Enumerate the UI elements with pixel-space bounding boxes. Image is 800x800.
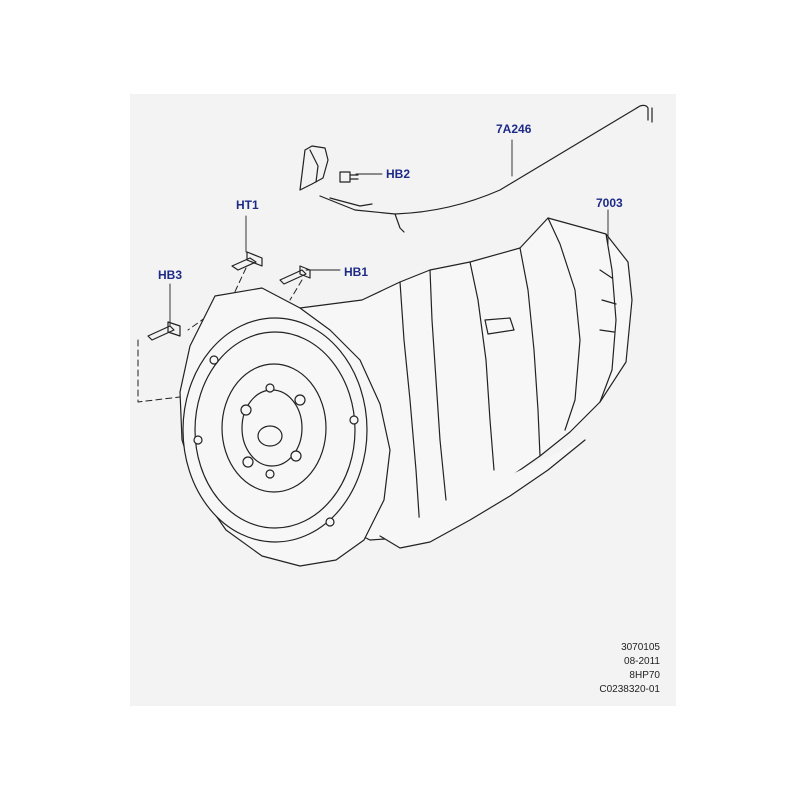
callout-hb2: HB2 [386, 167, 411, 181]
illustration-code: C0238320-01 [599, 684, 660, 695]
callout-7a246: 7A246 [496, 122, 532, 136]
breather-tube [299, 104, 653, 233]
leader-lines [169, 139, 609, 327]
callout-hb3: HB3 [158, 268, 183, 282]
bolt-hb1 [279, 265, 311, 285]
callout-7003: 7003 [596, 196, 623, 210]
bolt-ht1 [231, 251, 263, 271]
reference-number: 3070105 [621, 642, 660, 653]
callout-hb1: HB1 [344, 265, 369, 279]
transmission-model: 8HP70 [629, 670, 660, 681]
bolt-hb3 [147, 321, 181, 341]
torque-converter [182, 317, 368, 543]
bolt-hb2 [339, 171, 359, 183]
diagram-reference-info: 3070105 08-2011 8HP70 C0238320-01 [599, 641, 660, 697]
reference-date: 08-2011 [624, 656, 660, 667]
callout-ht1: HT1 [236, 198, 259, 212]
